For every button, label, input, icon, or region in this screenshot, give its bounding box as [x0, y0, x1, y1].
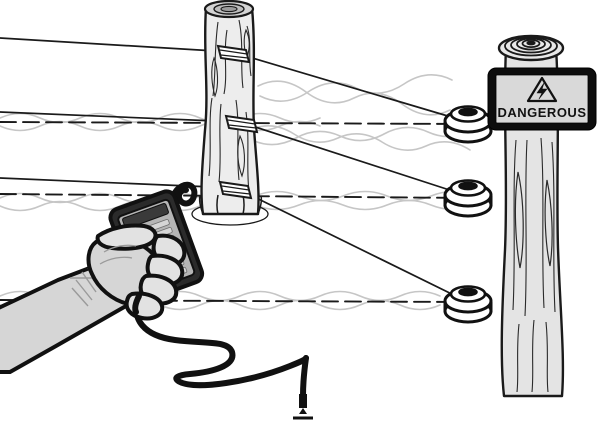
right-insulator-top: [443, 105, 493, 144]
earth-ground-stake: [293, 355, 313, 420]
ground-cable: [133, 293, 309, 389]
left-insulator-middle: [224, 114, 259, 134]
hand-gripping-tester: [86, 223, 187, 321]
left-post-ring-inner: [220, 5, 238, 13]
tester-display: [122, 203, 169, 229]
warning-sign[interactable]: DANGEROUS: [487, 67, 597, 131]
warning-sign-label: DANGEROUS: [497, 105, 586, 120]
cut-log-rings-icon: [497, 34, 565, 62]
stake-collar: [299, 394, 307, 408]
wire-3-solid: [0, 177, 237, 189]
tester-cord-stub: [132, 293, 142, 315]
right-fence-post: [497, 34, 565, 398]
wire-1-span-right: [231, 51, 469, 123]
electric-shock-triangle-icon: [526, 76, 558, 103]
hand-crease-lines: [99, 244, 137, 265]
finger-4: [124, 291, 165, 321]
wire-2-solid-left: [0, 111, 241, 123]
left-insulator-bottom: [218, 180, 253, 200]
right-post-wood-grain: [512, 137, 556, 393]
wire-2-span-right: [239, 121, 469, 197]
right-post-insulator-group: [443, 105, 493, 324]
right-post-trunk: [500, 46, 565, 398]
wire-3-span-right: [235, 187, 469, 303]
lightning-bolt-icon: [536, 82, 548, 100]
right-insulator-middle: [443, 179, 493, 218]
left-insulator-top: [216, 44, 251, 64]
right-post-knots: [514, 171, 553, 269]
left-post-insulator-group: [216, 44, 259, 200]
stake-tip: [299, 408, 307, 414]
wire-1-solid: [0, 37, 233, 53]
right-insulator-bottom: [443, 285, 493, 324]
